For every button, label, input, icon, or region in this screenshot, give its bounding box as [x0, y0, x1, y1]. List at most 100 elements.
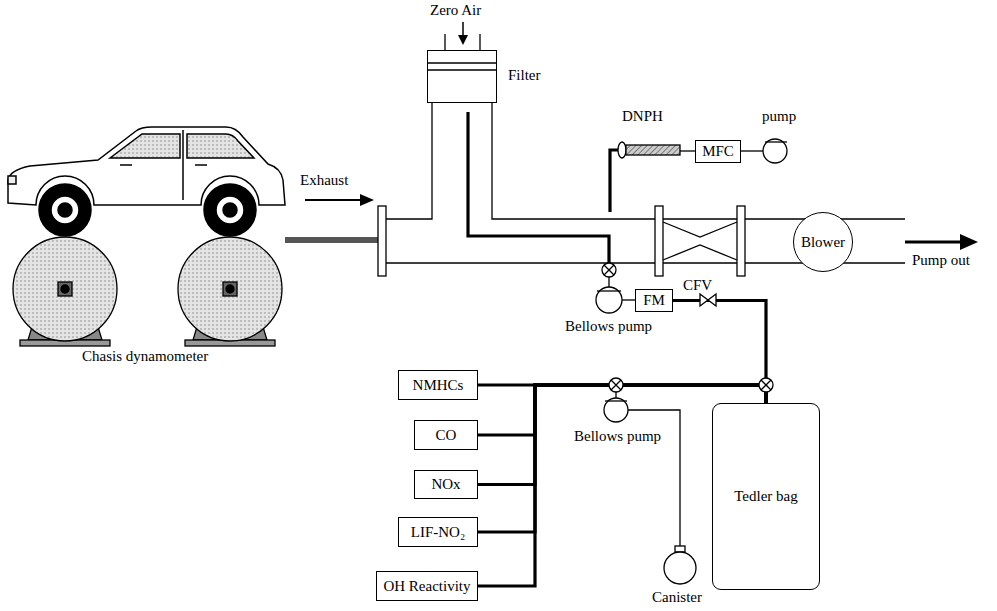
- zero-air-arrow: [458, 22, 468, 45]
- drawing-part: [604, 265, 614, 275]
- canister-label: Canister: [652, 589, 702, 606]
- drawing-part: [596, 287, 622, 313]
- drawing-part: [386, 103, 432, 219]
- analyzer-box: LIF-NO₂: [398, 517, 478, 547]
- drawing-part: [445, 34, 480, 50]
- analyzer-box: OH Reactivity: [376, 571, 478, 601]
- drawing-part: [604, 398, 628, 422]
- drawing-part: [458, 35, 468, 45]
- drawing-part: [462, 22, 464, 36]
- drawing-part: [680, 150, 695, 151]
- drawing-part: [178, 237, 282, 341]
- drawing-part: [427, 63, 497, 70]
- node-text: LIF-NO₂: [411, 524, 465, 541]
- drawing-part: [13, 237, 117, 341]
- drawing-part: [110, 134, 180, 158]
- drawing-part: [960, 234, 978, 250]
- cartridge-label: DNPH: [622, 108, 663, 125]
- drawing-part: [626, 145, 680, 155]
- lower-sample-train: [604, 392, 696, 584]
- venturi-label: CFV: [683, 277, 712, 294]
- drawing-part: [182, 130, 184, 200]
- drawing-part: [759, 378, 773, 392]
- flow-label: Exhaust: [300, 172, 348, 189]
- pump-label: Bellows pump: [565, 318, 652, 335]
- upper-sample-train: [596, 263, 635, 313]
- drawing-part: [765, 141, 787, 142]
- node-text: Filter: [508, 67, 541, 84]
- drawing-part: [663, 222, 737, 260]
- drawing-part: [8, 176, 16, 184]
- node-text: Tedler bag: [734, 488, 798, 505]
- drawing-part: [223, 203, 237, 217]
- drawing-part: [386, 262, 655, 263]
- node-text: OH Reactivity: [383, 578, 470, 595]
- drawing-part: [58, 203, 72, 217]
- exhaust-arrow: [305, 194, 374, 206]
- node-text: MFC: [702, 143, 734, 160]
- node-text: FM: [643, 292, 665, 309]
- sample-bag: Tedler bag: [712, 403, 820, 590]
- drawing-part: [187, 134, 254, 158]
- drawing-part: [663, 219, 737, 263]
- drawing-part: [360, 194, 374, 206]
- filter-housing: Filter: [427, 50, 497, 103]
- drawing-part: [597, 290, 621, 291]
- analyzer-box: NMHCs: [398, 370, 478, 400]
- drawing-part: [223, 282, 237, 296]
- drawing-part: [737, 206, 745, 276]
- exhaust-pipe: [285, 237, 378, 243]
- drawing-part: [226, 285, 234, 293]
- dnph-line: [618, 139, 787, 163]
- analyzer-box: NOx: [414, 470, 478, 499]
- drawing-part: [622, 299, 635, 300]
- drawing-part: [605, 400, 627, 401]
- car: [8, 127, 285, 236]
- pump-out-arrow: [905, 234, 978, 250]
- analyzer-box: CO: [414, 420, 478, 450]
- drawing-part: [615, 392, 616, 398]
- drawing-part: [51, 196, 79, 224]
- node-text: NOx: [431, 476, 460, 493]
- drawing-part: [378, 206, 386, 276]
- pump-label: Bellows pump: [574, 428, 661, 445]
- drawing-part: [610, 150, 618, 212]
- drawing-part: [61, 285, 69, 293]
- drawing-part: [609, 294, 773, 392]
- drawing-part: [602, 263, 616, 277]
- tube-path: [673, 301, 766, 404]
- drawing-part: [195, 164, 207, 166]
- mfc-box: MFC: [695, 140, 741, 163]
- node-text: NMHCs: [413, 377, 464, 394]
- drawing-part: [58, 282, 72, 296]
- drawing-part: [608, 277, 609, 287]
- equipment-label: Chasis dynamometer: [82, 348, 208, 365]
- drawing-part: [664, 552, 696, 584]
- drawing-part: [618, 142, 626, 158]
- tube-line: [673, 301, 766, 404]
- drawing-part: [305, 199, 362, 201]
- pump-label: pump: [762, 108, 796, 125]
- drawing-part: [120, 164, 132, 166]
- flowmeter-box: FM: [635, 289, 673, 312]
- drawing-part: [761, 380, 771, 390]
- node-text: Blower: [801, 234, 845, 251]
- drawing-part: [468, 112, 609, 263]
- drawing-part: [39, 184, 91, 236]
- drawing-part: [609, 378, 623, 392]
- blower-circle: Blower: [793, 212, 853, 272]
- drawing-part: [700, 294, 716, 306]
- dilution-tunnel: [378, 34, 905, 276]
- drawing-part: [905, 241, 962, 244]
- drawing-part: [675, 546, 685, 552]
- sample-probes: [468, 112, 618, 263]
- drawing-part: [611, 380, 621, 390]
- drawing-part: [204, 184, 256, 236]
- node-text: CO: [436, 427, 457, 444]
- drawing-part: [763, 139, 787, 163]
- inlet-label: Zero Air: [430, 2, 481, 19]
